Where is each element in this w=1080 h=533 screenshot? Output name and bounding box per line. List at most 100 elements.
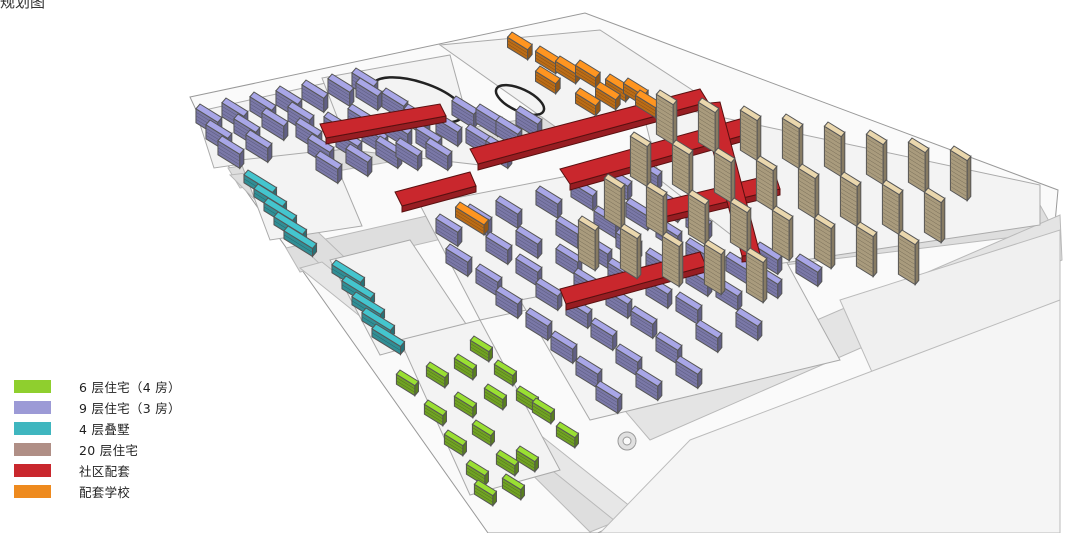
tower-20-storey-roof: [645, 181, 668, 198]
slab-9-storey: [655, 331, 683, 366]
tower-20-storey-floor-line: [688, 210, 706, 221]
slab-6-storey-floor-line: [466, 470, 486, 483]
tower-20-storey-floor-line: [604, 214, 622, 225]
tower-20-storey-floor-line: [840, 192, 858, 203]
tower-20-storey-side-face: [872, 231, 878, 279]
tower-20-storey-floor-line: [740, 118, 758, 129]
tower-20-storey-floor-line: [646, 222, 664, 233]
legend-label: 20 层住宅: [79, 443, 139, 458]
tower-20-storey-floor-line: [756, 176, 774, 187]
slab-6-storey-roof: [495, 449, 520, 467]
tower-20-storey: [729, 197, 752, 255]
tower-20-storey-floor-line: [672, 148, 690, 159]
tower-20-storey-floor-line: [756, 172, 774, 183]
tower-20-storey-floor-line: [908, 150, 926, 161]
tower-20-storey: [771, 205, 794, 263]
tower-20-storey-floor-line: [840, 208, 858, 219]
tower-20-storey-floor-line: [814, 246, 832, 257]
slab-9-storey: [550, 330, 578, 365]
tower-20-storey-floor-line: [662, 252, 680, 263]
tower-20-storey-floor-line: [814, 254, 832, 265]
tower-20-storey-floor-line: [772, 226, 790, 237]
slab-9-storey-floor-line: [635, 379, 658, 394]
tower-20-storey-floor-line: [782, 142, 800, 153]
tower-20-storey-floor-line: [740, 138, 758, 149]
tower-20-storey-roof: [729, 197, 752, 214]
tower-20-storey-floor-line: [950, 154, 968, 165]
slab-9-storey-roof: [555, 215, 583, 235]
slab-6-storey: [501, 473, 526, 502]
slab-9-storey: [590, 317, 618, 352]
tower-20-storey-floor-line: [698, 106, 716, 117]
tower-20-storey-floor-line: [746, 268, 764, 279]
slab-9-storey: [595, 380, 623, 415]
slab-9-storey-floor-line: [675, 364, 698, 379]
tower-20-storey-floor-line: [698, 110, 716, 121]
school-building-roof: [574, 87, 601, 107]
school-building-floor-line: [575, 96, 596, 110]
school-building-roof: [574, 59, 601, 79]
tower-20-storey-floor-line: [856, 262, 874, 273]
slab-6-storey-floor-line: [532, 408, 552, 421]
legend-label: 6 层住宅（4 房）: [79, 380, 181, 395]
slab-6-storey: [425, 361, 450, 390]
slab-9-storey: [535, 277, 563, 312]
legend-swatch: [14, 464, 51, 477]
slab-9-storey-floor-line: [375, 144, 398, 159]
tower-20-storey-floor-line: [866, 170, 884, 181]
tower-20-storey-floor-line: [698, 130, 716, 141]
slab-9-storey-floor-line: [495, 124, 518, 139]
slab-9-storey-floor-line: [315, 166, 338, 181]
slab-9-storey-floor-line: [525, 319, 548, 334]
slab-6-storey: [555, 421, 580, 450]
tower-20-storey: [855, 221, 878, 279]
slab-9-storey-floor-line: [725, 267, 748, 282]
slab-6-storey-floor-line: [532, 405, 552, 418]
tower-20-storey-floor-line: [746, 280, 764, 291]
tower-20-storey-side-face: [814, 173, 820, 221]
tower-20-storey-floor-line: [772, 234, 790, 245]
slab-9-storey-floor-line: [535, 194, 558, 209]
slab-9-storey-floor-line: [261, 123, 284, 138]
school-building-floor-line: [595, 90, 616, 104]
tower-20-storey-floor-line: [908, 158, 926, 169]
slab-9-storey-floor-line: [593, 221, 616, 236]
slab-9-storey-floor-line: [570, 189, 593, 204]
slab-6-storey-floor-line: [454, 402, 474, 415]
tower-20-storey-floor-line: [656, 106, 674, 117]
slab-9-storey: [315, 150, 343, 185]
tower-20-storey-floor-line: [856, 234, 874, 245]
tower-20-storey: [839, 171, 862, 229]
tower-20-storey-roof: [703, 239, 726, 256]
villa-4-storey-floor-line: [283, 234, 313, 253]
tower-20-storey-floor-line: [688, 202, 706, 213]
tower-20-storey-side-face: [704, 199, 710, 247]
tower-20-storey-floor-line: [714, 160, 732, 171]
slab-9-storey-floor-line: [575, 367, 598, 382]
tower-20-storey-floor-line: [704, 264, 722, 275]
tower-20-storey-floor-line: [646, 194, 664, 205]
tower-20-storey-floor-line: [950, 182, 968, 193]
tower-20-storey-floor-line: [950, 162, 968, 173]
tower-20-storey-floor-line: [824, 138, 842, 149]
slab-9-storey-floor-line: [495, 211, 518, 226]
school-building-floor-line: [455, 213, 485, 232]
slab-9-storey-floor-line: [475, 119, 498, 134]
slab-6-storey-roof: [453, 391, 478, 409]
villa-4-storey-roof: [283, 225, 318, 250]
tower-20-storey-floor-line: [620, 232, 638, 243]
slab-9-storey: [495, 195, 523, 230]
slab-9-storey: [635, 367, 663, 402]
slab-6-storey-floor-line: [516, 393, 536, 406]
tower-20-storey-roof: [907, 137, 930, 154]
slab-9-storey-floor-line: [475, 279, 498, 294]
tower-20-storey-floor-line: [604, 190, 622, 201]
slab-9-storey-floor-line: [625, 209, 648, 224]
slab-6-storey-roof: [465, 459, 490, 477]
slab-9-storey-floor-line: [307, 142, 330, 157]
tower-20-storey-floor-line: [924, 216, 942, 227]
tower-20-storey-floor-line: [898, 270, 916, 281]
legend-swatch: [14, 422, 51, 435]
school-building-floor-line: [575, 99, 596, 113]
slab-9-storey-floor-line: [795, 262, 818, 277]
